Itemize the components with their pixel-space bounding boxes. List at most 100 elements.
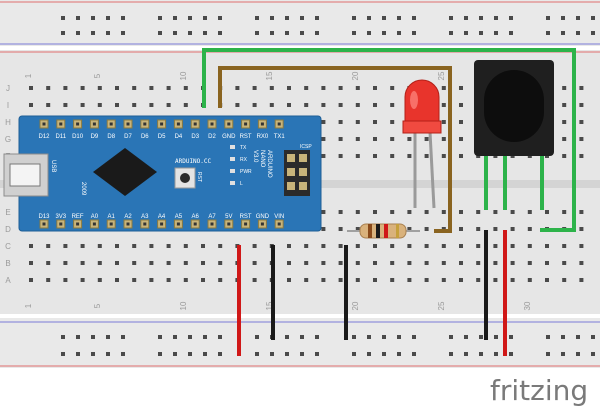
model-line1: ARDUINO bbox=[266, 150, 272, 178]
nano-pin-hole bbox=[160, 122, 164, 126]
breadboard-hole bbox=[562, 278, 567, 282]
breadboard-hole bbox=[132, 86, 137, 90]
breadboard-hole bbox=[338, 154, 343, 158]
rail-hole bbox=[91, 16, 95, 20]
rail-hole bbox=[412, 31, 416, 35]
breadboard-hole bbox=[441, 278, 446, 282]
breadboard-hole bbox=[373, 261, 377, 265]
column-number: 25 bbox=[437, 301, 446, 310]
breadboard-hole bbox=[304, 103, 309, 107]
breadboard-hole bbox=[373, 120, 377, 124]
breadboard-hole bbox=[338, 210, 343, 214]
rail-hole bbox=[61, 335, 65, 339]
breadboard-hole bbox=[269, 103, 274, 107]
breadboard-hole bbox=[115, 278, 119, 282]
breadboard-hole bbox=[424, 137, 429, 141]
breadboard-hole bbox=[63, 244, 68, 248]
nano-pin-label: 3V3 bbox=[55, 214, 66, 220]
rail-hole bbox=[218, 352, 222, 356]
nano-pin-label: A1 bbox=[108, 214, 116, 220]
rail-hole bbox=[479, 31, 483, 35]
rail-hole bbox=[509, 335, 513, 339]
status-led bbox=[230, 145, 235, 149]
breadboard-hole bbox=[441, 244, 446, 248]
breadboard-hole bbox=[269, 86, 274, 90]
nano-pin-hole bbox=[160, 222, 164, 226]
rail-hole bbox=[270, 352, 274, 356]
breadboard-hole bbox=[46, 244, 51, 248]
breadboard-hole bbox=[355, 103, 360, 107]
breadboard-hole bbox=[80, 103, 85, 107]
breadboard-hole bbox=[132, 261, 137, 265]
breadboard-hole bbox=[338, 86, 343, 90]
column-number: 15 bbox=[265, 301, 274, 310]
nano-pin-hole bbox=[227, 222, 231, 226]
rail-hole bbox=[397, 16, 401, 20]
led-highlight bbox=[410, 91, 418, 109]
nano-pin-label: D7 bbox=[124, 134, 132, 140]
status-led bbox=[230, 169, 235, 173]
breadboard-hole bbox=[562, 261, 567, 265]
breadboard-hole bbox=[46, 86, 51, 90]
rail-hole bbox=[449, 31, 453, 35]
nano-pin-hole bbox=[210, 222, 214, 226]
breadboard-hole bbox=[115, 244, 119, 248]
breadboard-hole bbox=[527, 244, 532, 248]
breadboard-hole bbox=[562, 154, 567, 158]
breadboard-hole bbox=[132, 278, 137, 282]
breadboard-hole bbox=[459, 103, 463, 107]
breadboard-hole bbox=[373, 103, 377, 107]
nano-pin-hole bbox=[277, 122, 281, 126]
rail-hole bbox=[546, 335, 550, 339]
breadboard-hole bbox=[390, 278, 395, 282]
rail-hole bbox=[382, 352, 386, 356]
rail-hole bbox=[494, 16, 498, 20]
breadboard-hole bbox=[373, 210, 377, 214]
rail-hole bbox=[173, 16, 177, 20]
breadboard-hole bbox=[545, 210, 549, 214]
nano-pin-hole bbox=[42, 122, 46, 126]
breadboard-hole bbox=[459, 227, 463, 231]
rail-hole bbox=[121, 352, 125, 356]
breadboard-hole bbox=[321, 137, 326, 141]
nano-pin-label: A0 bbox=[91, 214, 99, 220]
breadboard-hole bbox=[183, 103, 188, 107]
nano-pin-label: D11 bbox=[56, 134, 67, 140]
breadboard-hole bbox=[390, 137, 395, 141]
breadboard-hole bbox=[476, 278, 481, 282]
breadboard-hole bbox=[441, 210, 446, 214]
rail-hole bbox=[106, 335, 110, 339]
nano-pin-label: VIN bbox=[274, 214, 284, 220]
nano-pin-hole bbox=[193, 122, 197, 126]
breadboard-hole bbox=[355, 86, 360, 90]
breadboard-hole bbox=[579, 120, 584, 124]
breadboard-hole bbox=[407, 137, 412, 141]
column-number: 1 bbox=[24, 303, 33, 308]
breadboard-hole bbox=[80, 86, 85, 90]
nano-pin-label: A2 bbox=[124, 214, 132, 220]
breadboard-hole bbox=[527, 261, 532, 265]
breadboard-hole bbox=[476, 244, 481, 248]
breadboard-hole bbox=[562, 244, 567, 248]
rail-hole bbox=[591, 335, 595, 339]
rail-hole bbox=[121, 335, 125, 339]
rail-hole bbox=[561, 352, 565, 356]
rail-hole bbox=[270, 31, 274, 35]
breadboard-hole bbox=[338, 120, 343, 124]
breadboard-hole bbox=[166, 261, 171, 265]
icsp-pins bbox=[287, 154, 307, 190]
nano-pin-label: REF bbox=[72, 214, 84, 220]
column-number: 15 bbox=[265, 71, 274, 80]
rail-hole bbox=[576, 335, 580, 339]
nano-pin-label: A6 bbox=[192, 214, 200, 220]
status-led-label: TX bbox=[240, 145, 247, 151]
rail-hole bbox=[412, 352, 416, 356]
breadboard-hole bbox=[527, 210, 532, 214]
column-number: 20 bbox=[351, 71, 360, 80]
breadboard-hole bbox=[459, 86, 463, 90]
rail-hole bbox=[412, 335, 416, 339]
usb-port bbox=[9, 163, 41, 187]
breadboard-hole bbox=[459, 244, 463, 248]
breadboard-hole bbox=[493, 261, 498, 265]
model-line3: V3.0 bbox=[252, 150, 258, 163]
